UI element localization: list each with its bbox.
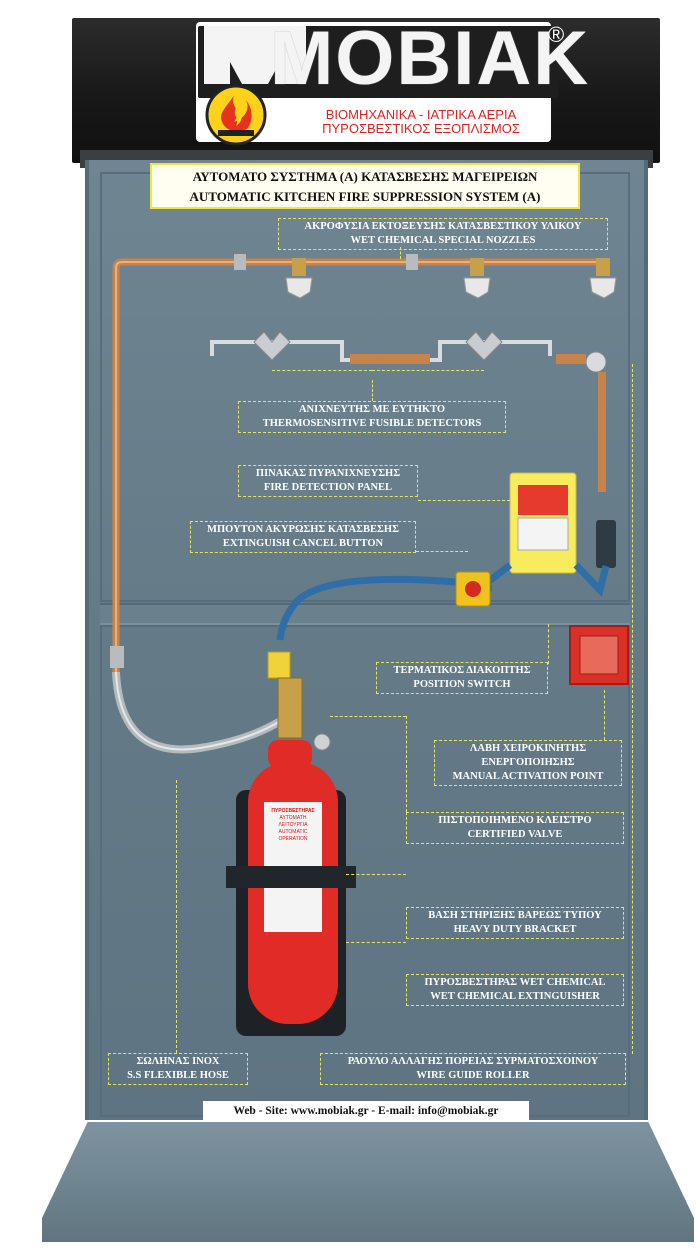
leader-line <box>416 551 468 552</box>
detector-conduit <box>350 354 430 364</box>
nozzle-icon <box>589 258 617 299</box>
label-detectors: ΑΝΙΧΝΕΥΤΗΣ ΜΕ ΕΥΤΗΚΤΟ THERMOSENSITIVE FU… <box>238 401 506 433</box>
fusible-detector-icon <box>253 331 291 361</box>
label-detectors-english: THERMOSENSITIVE FUSIBLE DETECTORS <box>262 418 482 429</box>
panel-divider <box>100 603 630 625</box>
leader-line <box>604 690 605 740</box>
wire-roller-icon <box>585 351 607 373</box>
hose-fitting <box>110 646 124 668</box>
leader-line <box>346 874 406 875</box>
leader-line <box>346 942 406 943</box>
label-cancel-greek: ΜΠΟΥΤΟΝ ΑΚΥΡΩΣΗΣ ΚΑΤΑΣΒΕΣΗΣ <box>207 524 399 535</box>
leader-line <box>330 716 406 717</box>
flexible-hose-highlight <box>115 671 283 751</box>
label-valve-greek: ΠΙΣΤΟΠΟΙΗΜΕΝΟ ΚΛΕΙΣΤΡΟ <box>438 815 592 826</box>
tagline-line1: ΒΙΟΜΗΧΑΝΙΚΑ - ΙΑΤΡΙΚΑ ΑΕΡΙΑ <box>325 107 517 122</box>
pipe-clip <box>234 254 246 270</box>
label-roller-greek: ΡΑΟΥΛΟ ΑΛΛΑΓΗΣ ΠΟΡΕΙΑΣ ΣΥΡΜΑΤΟΣΧΟΙΝΟΥ <box>347 1056 599 1067</box>
leader-line <box>418 500 510 501</box>
certified-valve-body <box>277 677 303 739</box>
label-detectors-greek: ΑΝΙΧΝΕΥΤΗΣ ΜΕ ΕΥΤΗΚΤΟ <box>298 404 446 415</box>
label-roller: ΡΑΟΥΛΟ ΑΛΛΑΓΗΣ ΠΟΡΕΙΑΣ ΣΥΡΜΑΤΟΣΧΟΙΝΟΥ WI… <box>320 1053 626 1085</box>
display-base <box>42 1122 694 1242</box>
label-nozzles: ΑΚΡΟΦΥΣΙΑ ΕΚΤΟΞΕΥΣΗΣ ΚΑΤΑΣΒΕΣΤΙΚΟΥ ΥΛΙΚΟ… <box>278 218 608 250</box>
copper-pipe-highlight <box>115 261 608 672</box>
label-switch-english: POSITION SWITCH <box>413 679 511 690</box>
cylinder-label-text: ΠΥΡΟΣΒΕΣΤΗΡΑΣ ΑΥΤΟΜΑΤΗ ΛΕΙΤΟΥΡΓΙΑ AUTOMA… <box>266 808 320 843</box>
vertical-conduit <box>598 372 606 492</box>
leader-line <box>406 716 407 812</box>
label-manual: ΛΑΒΗ ΧΕΙΡΟΚΙΝΗΤΗΣ ΕΝΕΡΓΟΠΟΙΗΣΗΣ MANUAL A… <box>434 740 622 786</box>
leader-line <box>372 370 484 371</box>
label-extinguisher-greek: ΠΥΡΟΣΒΕΣΤΗΡΑΣ WET CHEMICAL <box>424 977 606 988</box>
label-manual-greek1: ΛΑΒΗ ΧΕΙΡΟΚΙΝΗΤΗΣ <box>469 743 587 754</box>
panel-display <box>517 517 569 551</box>
website-bar: Web - Site: www.mobiak.gr - E-mail: info… <box>203 1101 529 1121</box>
display-board <box>85 160 648 1120</box>
manual-activation-glass <box>579 635 619 675</box>
cylinder-label-line3: AUTOMATIC OPERATION <box>278 829 308 842</box>
position-switch <box>596 520 616 568</box>
label-valve-english: CERTIFIED VALVE <box>467 829 563 840</box>
system-title: ΑΥΤΟΜΑΤΟ ΣΥΣΤΗΜΑ (Α) ΚΑΤΑΣΒΕΣΗΣ ΜΑΓΕΙΡΕΙ… <box>150 163 580 209</box>
label-panel-greek: ΠΙΝΑΚΑΣ ΠΥΡΑΝΙΧΝΕΥΣΗΣ <box>255 468 401 479</box>
label-cancel-english: EXTINGUISH CANCEL BUTTON <box>222 538 384 549</box>
label-hose-english: S.S FLEXIBLE HOSE <box>127 1070 229 1081</box>
label-hose-greek: ΣΩΛΗΝΑΣ INOX <box>136 1056 220 1067</box>
pipe-clip <box>406 254 418 270</box>
label-panel-english: FIRE DETECTION PANEL <box>263 482 393 493</box>
fusible-detector-icon <box>465 331 503 361</box>
label-bracket-english: HEAVY DUTY BRACKET <box>453 924 577 935</box>
label-panel: ΠΙΝΑΚΑΣ ΠΥΡΑΝΙΧΝΕΥΣΗΣ FIRE DETECTION PAN… <box>238 465 418 497</box>
label-manual-english: MANUAL ACTIVATION POINT <box>452 771 604 782</box>
label-extinguisher: ΠΥΡΟΣΒΕΣΤΗΡΑΣ WET CHEMICAL WET CHEMICAL … <box>406 974 624 1006</box>
label-hose: ΣΩΛΗΝΑΣ INOX S.S FLEXIBLE HOSE <box>108 1053 248 1085</box>
label-nozzles-english: WET CHEMICAL SPECIAL NOZZLES <box>350 235 536 246</box>
title-greek: ΑΥΤΟΜΑΤΟ ΣΥΣΤΗΜΑ (Α) ΚΑΤΑΣΒΕΣΗΣ ΜΑΓΕΙΡΕΙ… <box>192 169 538 184</box>
cylinder-label-line2: ΑΥΤΟΜΑΤΗ ΛΕΙΤΟΥΡΓΙΑ <box>278 815 308 828</box>
cylinder-neck <box>268 740 312 768</box>
title-english: AUTOMATIC KITCHEN FIRE SUPPRESSION SYSTE… <box>189 189 541 204</box>
pressure-gauge <box>313 733 331 751</box>
flame-logo-icon <box>204 26 306 146</box>
heavy-duty-bracket <box>226 866 356 888</box>
label-cancel: ΜΠΟΥΤΟΝ ΑΚΥΡΩΣΗΣ ΚΑΤΑΣΒΕΣΗΣ EXTINGUISH C… <box>190 521 416 553</box>
detector-conduit <box>556 354 586 364</box>
label-roller-english: WIRE GUIDE ROLLER <box>416 1070 530 1081</box>
leader-line <box>176 780 177 1053</box>
label-manual-greek2: ΕΝΕΡΓΟΠΟΙΗΣΗΣ <box>481 757 575 768</box>
label-switch-greek: ΤΕΡΜΑΤΙΚΟΣ ΔΙΑΚΟΠΤΗΣ <box>393 665 531 676</box>
tagline-line2: ΠΥΡΟΣΒΕΣΤΙΚΟΣ ΕΞΟΠΛΙΣΜΟΣ <box>322 121 520 136</box>
label-valve: ΠΙΣΤΟΠΟΙΗΜΕΝΟ ΚΛΕΙΣΤΡΟ CERTIFIED VALVE <box>406 812 624 844</box>
brand-name: MOBIAK <box>270 16 591 101</box>
nozzle-icon <box>463 258 491 299</box>
valve-actuator <box>267 651 291 679</box>
label-bracket-greek: ΒΑΣΗ ΣΤΗΡΙΞΗΣ ΒΑΡΕΩΣ ΤΥΠΟΥ <box>428 910 602 921</box>
cylinder-label-line1: ΠΥΡΟΣΒΕΣΤΗΡΑΣ <box>271 808 315 814</box>
leader-line <box>632 364 633 1054</box>
nozzle-icon <box>285 258 313 299</box>
blue-conduit <box>573 562 610 597</box>
label-switch: ΤΕΡΜΑΤΙΚΟΣ ΔΙΑΚΟΠΤΗΣ POSITION SWITCH <box>376 662 548 694</box>
label-extinguisher-english: WET CHEMICAL EXTINGUISHER <box>430 991 600 1002</box>
label-nozzles-greek: ΑΚΡΟΦΥΣΙΑ ΕΚΤΟΞΕΥΣΗΣ ΚΑΤΑΣΒΕΣΤΙΚΟΥ ΥΛΙΚΟ… <box>304 221 582 232</box>
blue-conduit <box>276 575 457 641</box>
leader-line <box>400 247 401 259</box>
leader-line <box>548 624 549 664</box>
leader-line <box>372 380 373 401</box>
label-bracket: ΒΑΣΗ ΣΤΗΡΙΞΗΣ ΒΑΡΕΩΣ ΤΥΠΟΥ HEAVY DUTY BR… <box>406 907 624 939</box>
brand-tagline: ΒΙΟΜΗΧΑΝΙΚΑ - ΙΑΤΡΙΚΑ ΑΕΡΙΑ ΠΥΡΟΣΒΕΣΤΙΚΟ… <box>300 108 542 136</box>
cancel-button-red <box>465 581 481 597</box>
panel-alarm <box>518 485 568 515</box>
registered-mark: ® <box>548 22 565 47</box>
leader-line <box>272 370 372 371</box>
